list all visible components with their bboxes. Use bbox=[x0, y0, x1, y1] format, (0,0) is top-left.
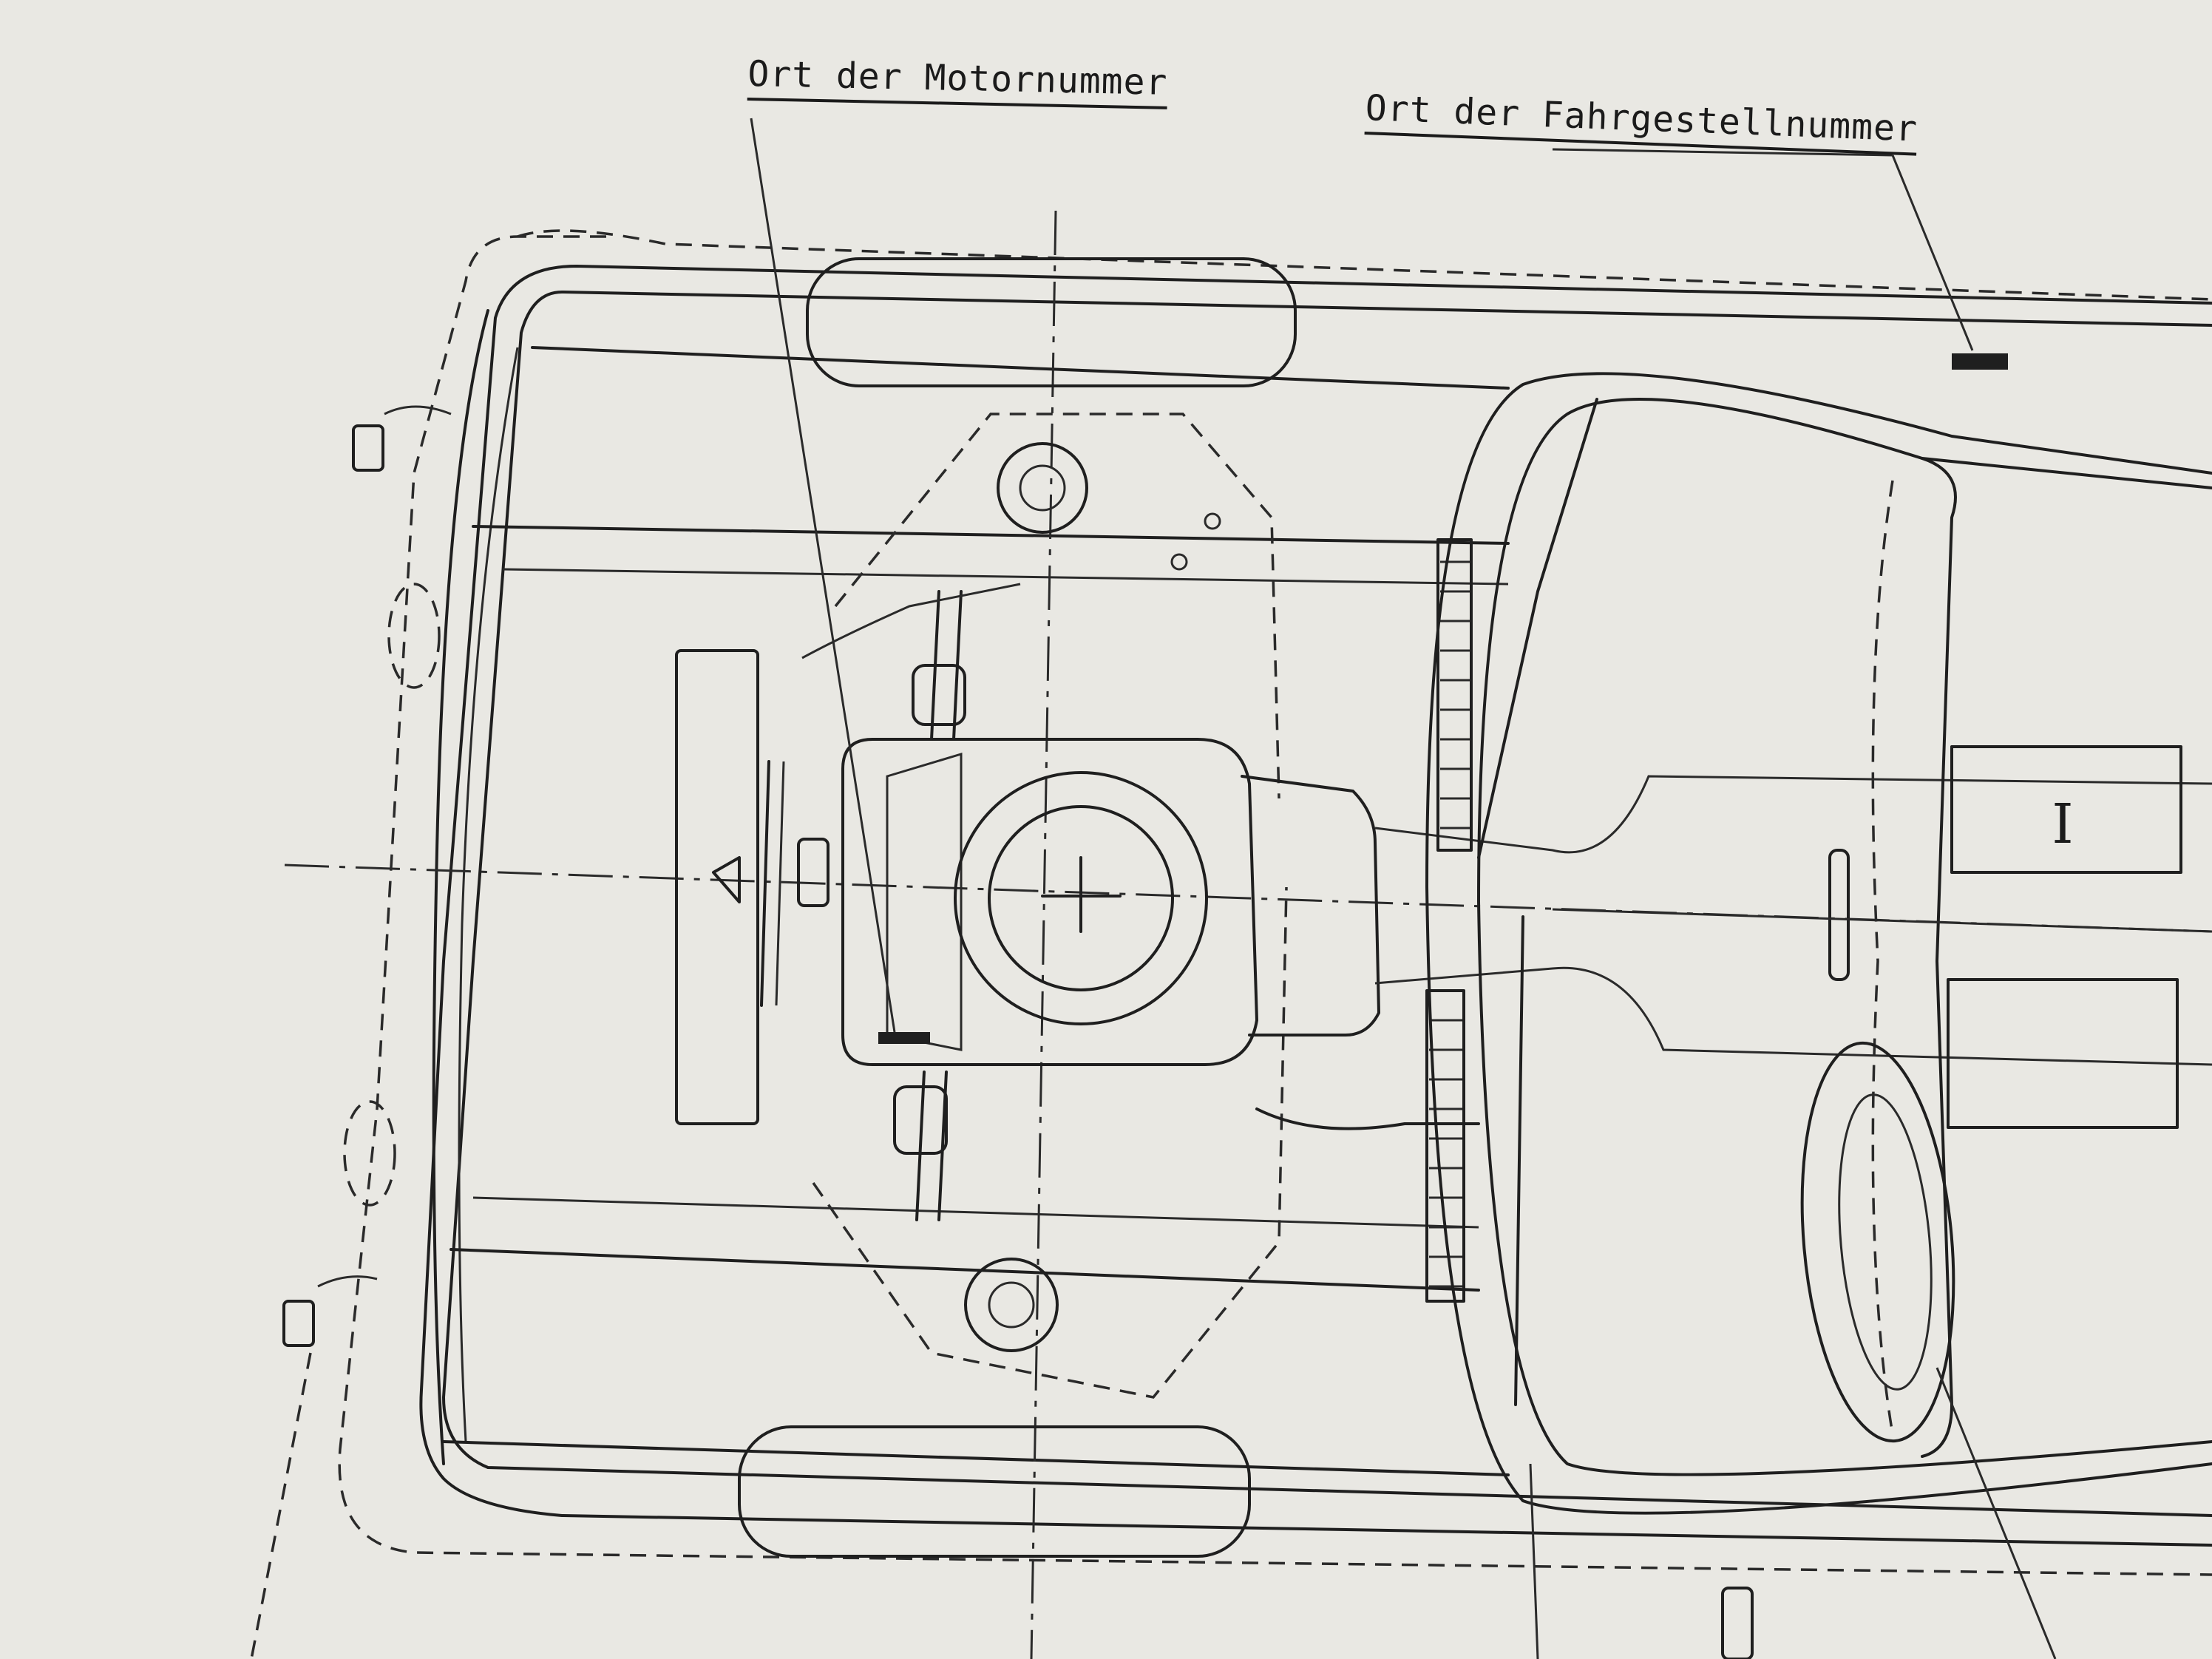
radiator-core-2 bbox=[775, 761, 785, 1006]
body-outline bbox=[419, 265, 2212, 1547]
knuckle-top bbox=[997, 442, 1088, 534]
transmission-tunnel-upper bbox=[1374, 775, 2212, 854]
frame-rail-5 bbox=[442, 1440, 1510, 1476]
longitudinal-centerline bbox=[284, 864, 2212, 933]
cabin-frame-dashed bbox=[1871, 480, 1894, 1435]
front-bumper bbox=[432, 309, 489, 1465]
chassis-number-leader bbox=[1891, 155, 1974, 351]
headlight-mount-upper-arc bbox=[384, 405, 452, 415]
windscreen-inner bbox=[1477, 398, 2212, 1476]
frame-rail-3 bbox=[502, 568, 1509, 586]
wheel-bottom bbox=[738, 1425, 1251, 1558]
engine-block bbox=[841, 738, 1258, 1066]
bottom-bracket bbox=[1721, 1587, 1754, 1659]
cabin-outline bbox=[1425, 372, 2212, 1515]
indicator-lower bbox=[343, 1100, 396, 1207]
engine-crank-pulley-inner bbox=[988, 805, 1174, 991]
transmission-tunnel-lower bbox=[1374, 966, 2212, 1066]
cv-boot-bottom bbox=[893, 1085, 948, 1155]
bottom-leader-1 bbox=[250, 1352, 312, 1659]
engine-crank-pulley bbox=[954, 771, 1208, 1025]
cv-boot-top bbox=[912, 664, 966, 726]
floor-box-lower bbox=[1947, 978, 2179, 1129]
body-outline-dashed bbox=[338, 235, 2212, 1576]
fan-pulley bbox=[797, 838, 830, 907]
radiator bbox=[675, 649, 759, 1125]
grille-slats bbox=[1429, 560, 1470, 1288]
frame-rail-2 bbox=[472, 525, 1510, 545]
steering-wheel bbox=[1800, 1041, 1955, 1443]
knuckle-bottom-inner bbox=[988, 1281, 1035, 1329]
propshaft bbox=[1552, 908, 2212, 933]
chassis-number-leader-underline bbox=[1552, 148, 1893, 157]
wiper-top bbox=[1477, 398, 1598, 859]
engine-head bbox=[886, 752, 963, 1051]
front-bumper-inner bbox=[458, 347, 519, 1442]
chassis-number-marker bbox=[1952, 353, 2008, 370]
headlight-mount-lower bbox=[282, 1300, 315, 1347]
brake-line bbox=[801, 583, 1021, 659]
firewall-grille-top bbox=[1436, 538, 1473, 852]
bottom-leader-2 bbox=[1529, 1463, 1539, 1659]
engine-number-location-label: Ort der Motornummer bbox=[747, 53, 1168, 109]
propshaft-flange bbox=[1828, 849, 1850, 981]
bottom-leader-3 bbox=[1936, 1367, 2057, 1659]
firewall-grille-bottom bbox=[1425, 989, 1465, 1303]
steering-wheel-inner bbox=[1838, 1093, 1933, 1391]
knuckle-top-inner bbox=[1019, 464, 1066, 512]
headlight-mount-upper bbox=[352, 424, 384, 472]
compartment-mark: I bbox=[2052, 793, 2073, 856]
body-outline-top-dashed bbox=[517, 229, 2212, 301]
indicator-upper bbox=[387, 583, 441, 689]
wiper-bottom bbox=[1514, 915, 1524, 1406]
engine-number-leader bbox=[750, 118, 896, 1033]
driveshaft-bottom bbox=[915, 1071, 926, 1221]
gearbox-housing bbox=[1241, 775, 1380, 1037]
exhaust-pipe bbox=[1255, 1107, 1480, 1130]
frame-rail-1 bbox=[531, 346, 1510, 390]
suspension-arm-bottom bbox=[812, 886, 1288, 1399]
frame-rail-4 bbox=[449, 1248, 1480, 1292]
fan-hub bbox=[712, 856, 741, 903]
radiator-core bbox=[760, 760, 770, 1007]
knuckle-bottom bbox=[964, 1258, 1059, 1352]
mount-bolt-1 bbox=[1204, 512, 1221, 530]
floor-box-upper bbox=[1950, 745, 2182, 874]
engine-number-marker bbox=[878, 1032, 930, 1044]
body-inner-outline bbox=[442, 291, 2212, 1517]
wheel-top bbox=[806, 257, 1297, 387]
mount-bolt-2 bbox=[1170, 553, 1188, 571]
front-axle-centerline bbox=[1030, 210, 1057, 1659]
frame-rail-6 bbox=[472, 1196, 1479, 1229]
cabin-frame bbox=[1921, 457, 1957, 1458]
headlight-mount-lower-arc bbox=[317, 1275, 378, 1288]
suspension-arm-top bbox=[834, 413, 1280, 799]
